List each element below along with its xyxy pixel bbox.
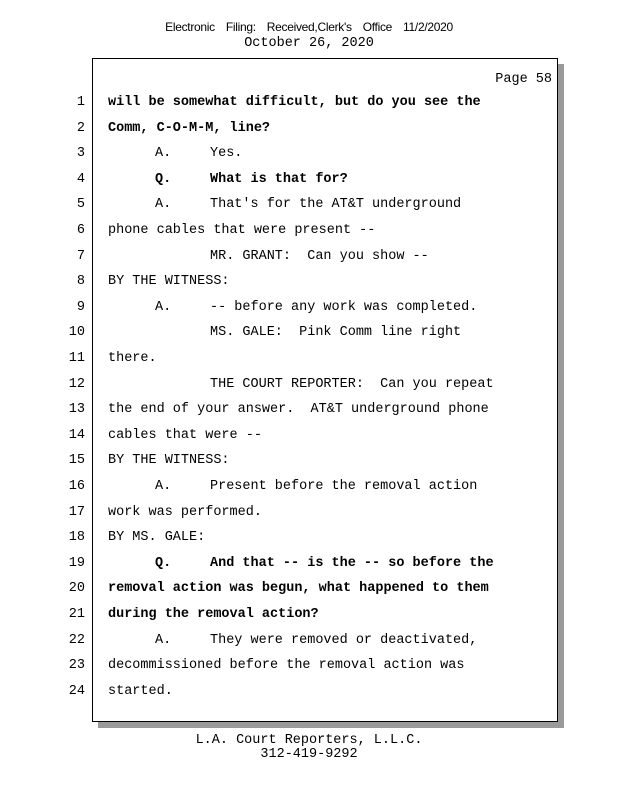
line-text: BY THE WITNESS: [108, 453, 230, 469]
qa-label: A. [155, 197, 172, 213]
line-text: That's for the AT&T underground [210, 197, 462, 213]
speaker-text: THE COURT REPORTER: Can you repeat [210, 376, 494, 392]
transcript-line: 6 phone cables that were present -- [0, 223, 618, 243]
line-number: 22 [68, 632, 85, 648]
line-text: the end of your answer. AT&T underground… [108, 402, 489, 418]
qa-label: Q. [155, 555, 172, 571]
line-number: 1 [76, 95, 85, 110]
transcript-line: 20 removal action was begun, what happene… [0, 581, 618, 601]
transcript-line: 15 BY THE WITNESS: [0, 453, 618, 473]
transcript-line: 4 Q. What is that for? [0, 172, 618, 192]
line-number: 18 [68, 530, 85, 546]
transcript-line: 7 MR. GRANT: Can you show -- [0, 249, 618, 269]
reporter-phone: 312-419-9292 [260, 747, 358, 762]
qa-label: A. [155, 479, 172, 494]
line-number: 6 [76, 223, 85, 238]
qa-label: A. [155, 299, 172, 315]
line-number: 7 [76, 248, 85, 264]
line-text: -- before any work was completed. [210, 299, 478, 315]
line-text: phone cables that were present -- [108, 223, 376, 238]
transcript-line: 16 A. Present before the removal action [0, 479, 618, 499]
line-number: 21 [68, 607, 85, 622]
transcript-line: 9 A. -- before any work was completed. [0, 300, 618, 320]
transcript-line: 24 started. [0, 684, 618, 704]
transcript-line: 13 the end of your answer. AT&T undergrou… [0, 402, 618, 422]
transcript-page: Page 58 [92, 58, 558, 722]
reporter-company: L.A. Court Reporters, L.L.C. [195, 733, 423, 748]
line-number: 24 [68, 683, 85, 699]
line-text: BY THE WITNESS: [108, 274, 230, 290]
speaker-text: MS. GALE: Pink Comm line right [210, 325, 462, 341]
line-text: And that -- is the -- so before the [210, 555, 494, 571]
transcript-line: 10 MS. GALE: Pink Comm line right [0, 325, 618, 345]
line-text: What is that for? [210, 171, 348, 187]
filing-stamp: Electronic Filing: Received,Clerk's Offi… [165, 20, 453, 34]
transcript-line: 18 BY MS. GALE: [0, 530, 618, 550]
transcript-line: 3 A. Yes. [0, 146, 618, 166]
transcript-line: 11 there. [0, 351, 618, 371]
line-number: 15 [68, 453, 85, 469]
transcript-line: 5 A. That's for the AT&T underground [0, 197, 618, 217]
transcript-line: 2 Comm, C-O-M-M, line? [0, 121, 618, 141]
line-number: 3 [76, 146, 85, 162]
line-text: cables that were -- [108, 427, 262, 443]
line-number: 5 [76, 197, 85, 213]
line-number: 19 [68, 555, 85, 571]
line-number: 9 [76, 299, 85, 315]
line-text: will be somewhat difficult, but do you s… [108, 95, 481, 110]
line-number: 14 [68, 427, 85, 443]
line-number: 13 [68, 402, 85, 418]
line-text: Present before the removal action [210, 479, 478, 494]
transcript-line: 1 will be somewhat difficult, but do you … [0, 95, 618, 115]
deposition-date: October 26, 2020 [244, 36, 374, 51]
line-number: 8 [76, 274, 85, 290]
line-number: 10 [68, 325, 85, 341]
transcript-line: 12 THE COURT REPORTER: Can you repeat [0, 377, 618, 397]
line-number: 23 [68, 658, 85, 674]
line-text: work was performed. [108, 504, 262, 520]
qa-label: A. [155, 146, 172, 162]
line-text: Comm, C-O-M-M, line? [108, 120, 271, 136]
speaker-text: MR. GRANT: Can you show -- [210, 248, 429, 264]
transcript-line: 8 BY THE WITNESS: [0, 274, 618, 294]
line-number: 17 [68, 504, 85, 520]
line-number: 12 [68, 376, 85, 392]
line-text: Yes. [210, 146, 243, 162]
line-number: 2 [76, 120, 85, 136]
transcript-line: 14 cables that were -- [0, 428, 618, 448]
transcript-line: 22 A. They were removed or deactivated, [0, 633, 618, 653]
qa-label: A. [155, 632, 172, 648]
page-number: Page 58 [495, 72, 552, 87]
transcript-line: 17 work was performed. [0, 505, 618, 525]
line-text: started. [108, 683, 173, 699]
transcript-line: 19 Q. And that -- is the -- so before the [0, 556, 618, 576]
line-text: BY MS. GALE: [108, 530, 206, 546]
line-text: during the removal action? [108, 607, 319, 622]
line-text: They were removed or deactivated, [210, 632, 478, 648]
line-number: 11 [68, 351, 85, 366]
qa-label: Q. [155, 171, 172, 187]
line-number: 20 [68, 581, 85, 597]
transcript-line: 21 during the removal action? [0, 607, 618, 627]
line-number: 16 [68, 479, 85, 494]
line-text: removal action was begun, what happened … [108, 581, 489, 597]
line-text: there. [108, 351, 157, 366]
transcript-line: 23 decommissioned before the removal acti… [0, 658, 618, 678]
line-text: decommissioned before the removal action… [108, 658, 465, 674]
line-number: 4 [76, 171, 85, 187]
